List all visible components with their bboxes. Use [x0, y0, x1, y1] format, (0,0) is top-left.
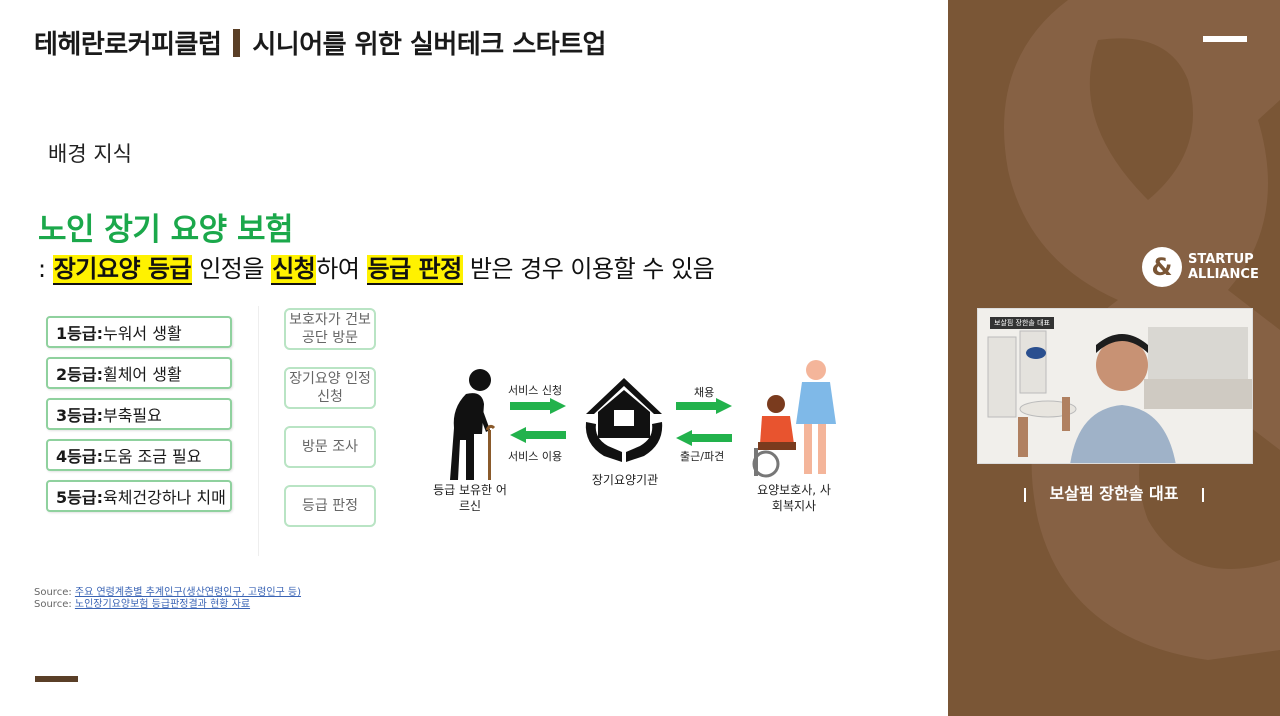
slide: 테헤란로커피클럽 시니어를 위한 실버테크 스타트업 배경 지식 노인 장기 요…: [34, 24, 870, 682]
sub-heading: : 장기요양 등급 인정을 신청하여 등급 판정 받은 경우 이용할 수 있음: [38, 249, 715, 285]
institution-label: 장기요양기관: [591, 473, 659, 487]
sub-text: 받은 경우 이용할 수 있음: [462, 255, 715, 283]
highlight-grade: 장기요양 등급: [52, 255, 193, 285]
grade-list: 1등급: 누워서 생활 2등급: 휠체어 생활 3등급: 부축필요 4등급: 도…: [46, 316, 232, 521]
brand-mark: &: [1142, 247, 1182, 287]
step-box: 등급 판정: [284, 485, 376, 527]
arrow-right-icon: [510, 398, 566, 414]
caregiver-label: 요양보호사, 사회복지사: [757, 483, 831, 513]
startup-alliance-logo: & STARTUP ALLIANCE: [1142, 247, 1259, 287]
main-heading: 노인 장기 요양 보험: [38, 212, 294, 248]
title-divider: [233, 28, 241, 57]
webcam-feed: 보살핌 장한솔 대표: [977, 308, 1253, 464]
grade-item: 2등급: 휠체어 생활: [46, 357, 232, 389]
service-apply-label: 서비스 신청: [508, 384, 563, 397]
grade-item: 4등급: 도움 조금 필요: [46, 439, 232, 471]
arrow-left-icon: [676, 430, 732, 446]
speaker-video-image: [978, 309, 1252, 463]
source-line: Source: 노인장기요양보험 등급판정결과 현황 자료: [34, 599, 251, 610]
caregiver-icon: [752, 360, 836, 478]
brand-line: ALLIANCE: [1188, 267, 1259, 282]
care-diagram: 등급 보유한 어르신 서비스 신청 서비스 이용 장기요양기관 채용 출근/파견: [430, 360, 870, 530]
elderly-person-icon: [450, 369, 496, 480]
sub-prefix: :: [38, 255, 53, 283]
step-box: 장기요양 인정신청: [284, 367, 376, 409]
highlight-apply: 신청: [271, 255, 317, 285]
menu-icon[interactable]: [1203, 36, 1247, 42]
webcam-name-tag: 보살핌 장한솔 대표: [990, 317, 1054, 329]
arrow-left-icon: [510, 427, 566, 443]
elder-label: 등급 보유한 어르신: [433, 483, 507, 513]
commute-label: 출근/파견: [680, 450, 725, 463]
highlight-judgement: 등급 판정: [366, 255, 463, 285]
slide-title: 테헤란로커피클럽 시니어를 위한 실버테크 스타트업: [34, 24, 606, 61]
hire-label: 채용: [694, 386, 715, 399]
step-box: 방문 조사: [284, 426, 376, 468]
speaker-caption: 보살핌 장한솔 대표: [948, 480, 1280, 504]
source-line: Source: 주요 연령계층별 추계인구(생산연령인구, 고령인구 등): [34, 587, 302, 598]
arrow-right-icon: [676, 398, 732, 414]
footer-accent-line: [35, 676, 78, 682]
sub-text: 인정을: [192, 255, 272, 283]
process-steps: 보호자가 건보공단 방문 장기요양 인정신청 방문 조사 등급 판정: [284, 308, 376, 544]
caption-divider: [1023, 487, 1026, 502]
source-link[interactable]: 주요 연령계층별 추계인구(생산연령인구, 고령인구 등): [74, 587, 302, 598]
care-institution-icon: [585, 378, 663, 462]
brand-line: STARTUP: [1188, 252, 1254, 267]
section-label: 배경 지식: [48, 142, 132, 166]
grade-item: 5등급: 육체건강하나 치매: [46, 480, 232, 512]
step-box: 보호자가 건보공단 방문: [284, 308, 376, 350]
source-link[interactable]: 노인장기요양보험 등급판정결과 현황 자료: [74, 599, 251, 610]
title-left: 테헤란로커피클럽: [34, 30, 222, 60]
grade-item: 3등급: 부축필요: [46, 398, 232, 430]
speaker-name: 보살핌 장한솔 대표: [1049, 484, 1179, 503]
side-panel: & STARTUP ALLIANCE 보살핌 장한솔 대표 보살핌 장한솔 대표: [948, 0, 1280, 716]
grade-item: 1등급: 누워서 생활: [46, 316, 232, 348]
caption-divider: [1202, 487, 1205, 502]
sub-text: 하여: [316, 255, 367, 283]
divider: [258, 306, 259, 556]
title-right: 시니어를 위한 실버테크 스타트업: [252, 30, 606, 60]
service-use-label: 서비스 이용: [508, 450, 563, 463]
